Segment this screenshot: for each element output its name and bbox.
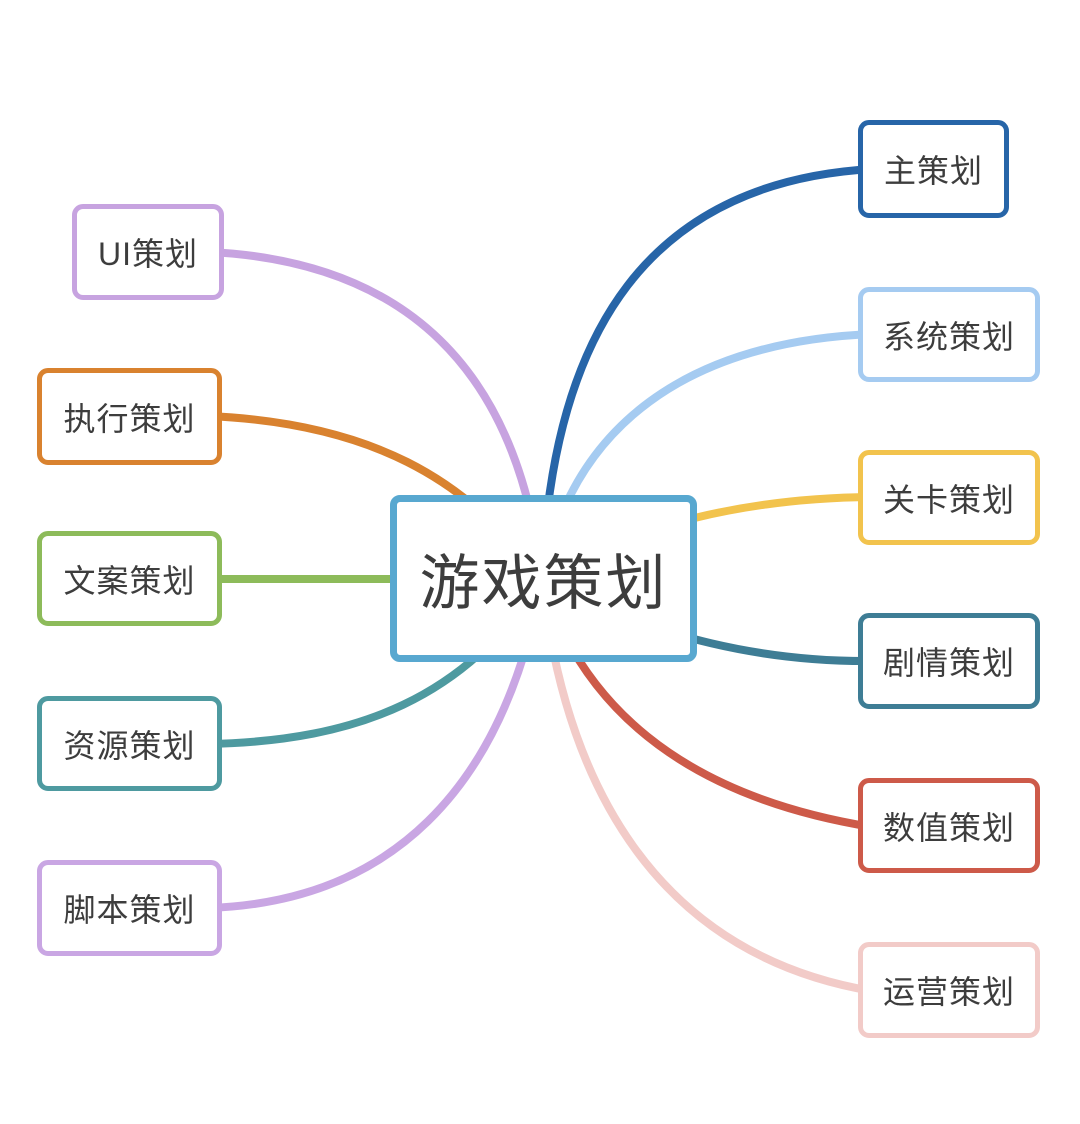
node-numeric-planning[interactable]: 数值策划 <box>858 778 1040 873</box>
node-label: 主策划 <box>883 153 983 189</box>
node-label: 数值策划 <box>882 809 1015 846</box>
node-label: 执行策划 <box>63 400 196 437</box>
node-label: 资源策划 <box>63 727 196 764</box>
node-label: 运营策划 <box>882 974 1015 1010</box>
node-operations-planning[interactable]: 运营策划 <box>858 942 1040 1038</box>
node-execution-planning[interactable]: 执行策划 <box>37 368 222 465</box>
node-ui-planning[interactable]: UI策划 <box>72 204 224 300</box>
connector-script-planning <box>204 576 546 912</box>
node-level-planning[interactable]: 关卡策划 <box>858 450 1040 545</box>
node-label: 文案策划 <box>63 562 196 599</box>
node-label: UI策划 <box>97 236 198 272</box>
node-label: 关卡策划 <box>882 481 1015 518</box>
node-game-planning[interactable]: 游戏策划 <box>390 495 697 662</box>
node-chief-planning[interactable]: 主策划 <box>858 120 1009 218</box>
node-label: 游戏策划 <box>419 550 668 617</box>
connector-operations-planning <box>538 576 876 995</box>
node-label: 剧情策划 <box>882 645 1015 681</box>
node-system-planning[interactable]: 系统策划 <box>858 287 1040 382</box>
node-copywriting-planning[interactable]: 文案策划 <box>37 531 222 626</box>
node-script-planning[interactable]: 脚本策划 <box>37 860 222 956</box>
node-label: 脚本策划 <box>63 892 196 928</box>
node-label: 系统策划 <box>882 318 1015 355</box>
node-resource-planning[interactable]: 资源策划 <box>37 696 222 791</box>
connector-chief-planning <box>538 165 876 584</box>
node-story-planning[interactable]: 剧情策划 <box>858 613 1040 709</box>
